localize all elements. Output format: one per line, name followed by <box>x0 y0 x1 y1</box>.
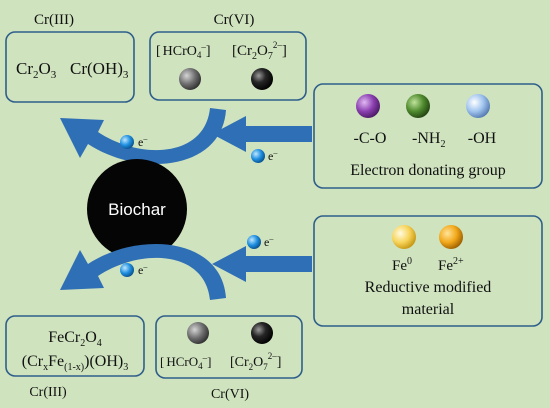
fe0-label: Fe0 <box>392 256 412 274</box>
electron-donating <box>251 149 265 163</box>
biochar-label: Biochar <box>108 200 166 219</box>
top-left-title: Cr(III) <box>34 12 74 28</box>
donating-group-caption: Electron donating group <box>350 162 506 179</box>
electron-reductive-label: e– <box>264 234 274 249</box>
bottom-left-caption: Cr(III) <box>29 385 67 400</box>
bottom-right-caption: Cr(VI) <box>211 387 249 402</box>
group-oh: -OH <box>468 130 497 147</box>
hcro4-sphere <box>179 68 201 90</box>
hcro4-sphere-bottom <box>187 322 209 344</box>
electron-lower-label: e– <box>138 262 148 277</box>
co-sphere <box>356 94 380 118</box>
electron-upper <box>120 135 134 149</box>
nh2-sphere <box>406 94 430 118</box>
upper-curved-arrow <box>60 108 226 165</box>
donating-arrow <box>212 116 312 152</box>
croh3-formula: Cr(OH)3 <box>70 59 129 81</box>
lower-curved-arrow <box>60 243 226 300</box>
top-right-box <box>149 31 307 101</box>
biochar-sphere <box>87 159 187 259</box>
bottom-left-box <box>5 315 145 377</box>
reductive-material-box <box>313 215 543 327</box>
top-right-title: Cr(VI) <box>214 12 255 28</box>
reductive-caption-line2: material <box>402 301 455 318</box>
fecr2o4-formula: FeCr2O4 <box>48 329 102 349</box>
cr2o7-sphere <box>251 68 273 90</box>
electron-reductive <box>247 235 261 249</box>
cr2o7-ion: [Cr2O72–] <box>232 40 287 62</box>
hcro4-ion: [HCrO4–] <box>156 42 211 60</box>
cr2o3-formula: Cr2O3 <box>16 59 57 81</box>
bottom-right-box <box>155 315 303 379</box>
fe2-label: Fe2+ <box>438 256 464 274</box>
crxfe-hydroxide-formula: (CrxFe(1-x))(OH)3 <box>22 353 128 373</box>
hcro4-ion-bottom: [HCrO4–] <box>160 353 211 371</box>
electron-lower <box>120 263 134 277</box>
reductive-arrow <box>212 246 312 282</box>
fe2-sphere <box>439 225 463 249</box>
fe0-sphere <box>392 225 416 249</box>
cr2o7-ion-bottom: [Cr2O72–] <box>230 351 281 372</box>
oh-sphere <box>466 94 490 118</box>
electron-upper-label: e– <box>138 134 148 149</box>
group-nh2: -NH2 <box>412 130 445 150</box>
top-left-box <box>5 31 135 103</box>
group-co: -C-O <box>354 130 387 147</box>
cr2o7-sphere-bottom <box>251 322 273 344</box>
reductive-caption-line1: Reductive modified <box>365 279 492 296</box>
electron-donating-label: e– <box>268 148 278 163</box>
donating-group-box <box>313 83 543 189</box>
